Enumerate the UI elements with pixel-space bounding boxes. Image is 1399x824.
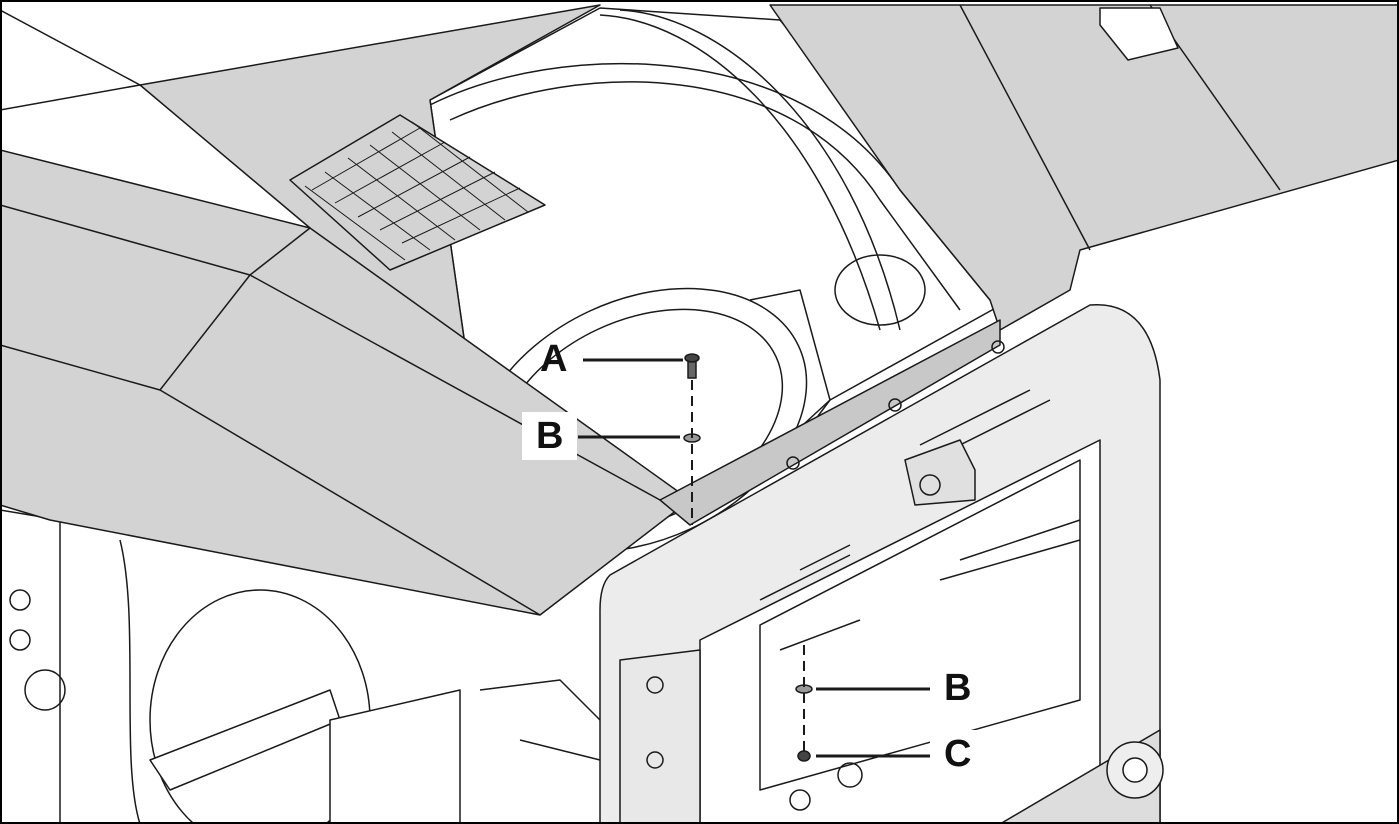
bolt-a-icon [684,353,700,379]
nut-c-icon [797,750,811,762]
vent-grating [289,114,546,271]
access-hatch [1099,7,1179,61]
callout-b-lower: B [930,664,986,712]
callout-a: A [540,338,568,380]
mounting-bar [659,319,1001,526]
callout-b-upper: B [522,412,578,460]
right-panel [769,4,1399,331]
callout-c: C [930,730,986,778]
latch [904,439,976,506]
